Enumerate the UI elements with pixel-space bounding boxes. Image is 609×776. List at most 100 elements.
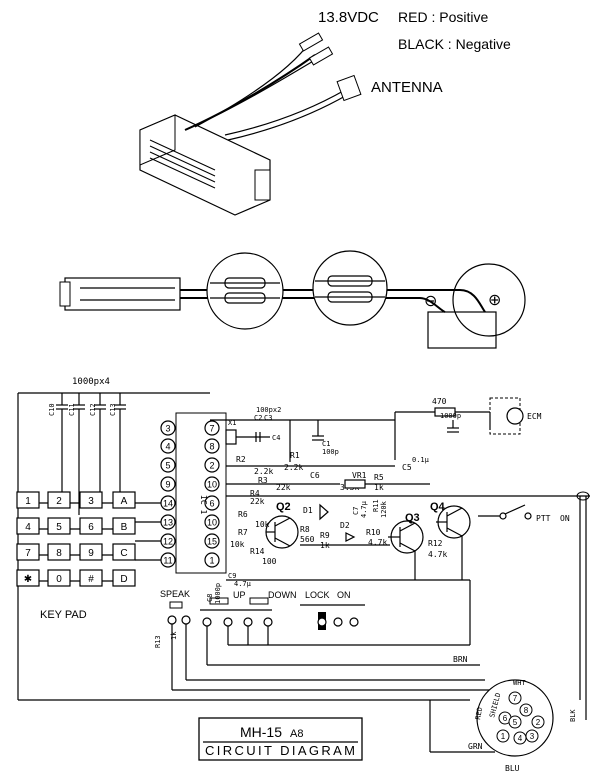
keypad-key-7[interactable] xyxy=(112,517,136,535)
ic-pin-label: 6 xyxy=(209,499,214,509)
connector-pin-label: 6 xyxy=(503,714,508,723)
q2-label: Q2 xyxy=(276,501,291,513)
q4-label: Q4 xyxy=(430,501,446,513)
ic-pin-right-7 xyxy=(204,420,220,436)
d2-label: D2 xyxy=(340,521,350,530)
x1-label: X1 xyxy=(228,419,236,427)
keypad-key-4[interactable] xyxy=(16,517,40,535)
title-box xyxy=(198,717,363,761)
c1-label: C1 xyxy=(322,440,330,448)
speak-switch-contact-1 xyxy=(167,615,177,625)
ic-pin-label: 15 xyxy=(207,537,217,547)
keypad-key-label: A xyxy=(121,496,128,507)
ic-pin-label: 5 xyxy=(165,461,170,471)
keypad-key-9[interactable] xyxy=(47,543,71,561)
lock-on-label: ON xyxy=(337,590,351,600)
keypad-key-10[interactable] xyxy=(79,543,103,561)
r7-label: R7 xyxy=(238,528,248,537)
ic-pin-right-6 xyxy=(204,495,220,511)
r8-value: 560 xyxy=(300,535,315,544)
q3-label: Q3 xyxy=(405,512,420,524)
keypad-key-13[interactable] xyxy=(47,569,71,587)
c5-label: C5 xyxy=(402,463,412,472)
connector-pin-label: 7 xyxy=(513,694,518,703)
r9-label: R9 xyxy=(320,531,330,540)
r470-label: 470 xyxy=(432,397,447,406)
ic-pin-right-10 xyxy=(204,514,220,530)
battery-plus: ⊕ xyxy=(488,292,501,309)
keypad-key-label: 4 xyxy=(25,522,31,533)
keypad-title: KEY PAD xyxy=(40,609,87,621)
r6-label: R6 xyxy=(238,510,248,519)
keypad-key-3[interactable] xyxy=(112,491,136,509)
ecm-label: ECM xyxy=(527,412,542,421)
keypad-grid xyxy=(18,502,173,582)
r12-value: 4.7k xyxy=(428,550,447,559)
keypad-key-12[interactable] xyxy=(16,569,40,587)
c3-label: C3 xyxy=(264,414,272,422)
red-positive-label: RED : Positive xyxy=(398,9,488,25)
vr1-label: VR1 xyxy=(352,471,367,480)
model-label: MH-15 xyxy=(240,724,282,740)
connector-pin-5 xyxy=(508,715,522,729)
c2-label: C2 xyxy=(254,414,262,422)
keypad-key-11[interactable] xyxy=(112,543,136,561)
ic-pin-label: 10 xyxy=(207,480,217,490)
c9-value: 4.7μ xyxy=(234,580,252,588)
d1-label: D1 xyxy=(303,506,313,515)
ic-pin-right-1 xyxy=(204,552,220,568)
ic-pin-right-2 xyxy=(204,457,220,473)
c13-label: C13 xyxy=(109,403,117,416)
ic-pin-right-10 xyxy=(204,476,220,492)
antenna-label: ANTENNA xyxy=(371,79,443,96)
r1-value: 2.2k xyxy=(284,463,303,472)
c1-value: 100p xyxy=(322,448,339,456)
up-switch-label: UP xyxy=(233,590,246,600)
wire-blu-label: BLU xyxy=(505,764,520,773)
connector-pin-label: 2 xyxy=(536,718,541,727)
keypad-key-8[interactable] xyxy=(16,543,40,561)
connector-pin-2 xyxy=(531,715,545,729)
keypad-key-6[interactable] xyxy=(79,517,103,535)
c7-value: 4.7μ xyxy=(360,500,368,518)
fuse-detail-circle-1 xyxy=(206,252,284,330)
r13-value: 1k xyxy=(170,631,178,640)
keypad-key-1[interactable] xyxy=(47,491,71,509)
ic-pin-label: 2 xyxy=(209,461,214,471)
r11-value: 120k xyxy=(380,500,388,518)
keypad-key-label: 2 xyxy=(56,496,62,507)
connector-pin-7 xyxy=(508,691,522,705)
down-switch-label: DOWN xyxy=(268,590,297,600)
c12-label: C12 xyxy=(89,403,97,416)
black-negative-label: BLACK : Negative xyxy=(398,36,511,52)
connector-pin-1 xyxy=(496,729,510,743)
c7-label: C7 xyxy=(352,507,360,515)
r6-value: 10k xyxy=(255,520,270,529)
r5-label: R5 xyxy=(374,473,384,482)
keypad-key-label: B xyxy=(121,522,128,533)
power-cable-illustration xyxy=(59,250,526,349)
c5-value: 0.1μ xyxy=(412,456,430,464)
r1-label: R1 xyxy=(290,451,300,460)
keypad-key-label: 9 xyxy=(88,548,94,559)
r14-value: 100 xyxy=(262,557,277,566)
r4-value: 22k xyxy=(250,497,265,506)
connector-pin-3 xyxy=(525,729,539,743)
r10-label: R10 xyxy=(366,528,381,537)
keypad-key-0[interactable] xyxy=(16,491,40,509)
keypad-key-14[interactable] xyxy=(79,569,103,587)
ic-label: IC 1 xyxy=(199,495,208,514)
keypad-key-15[interactable] xyxy=(112,569,136,587)
connector-pin-label: 4 xyxy=(518,734,523,743)
keypad-caps xyxy=(56,393,126,515)
crystal-x1 xyxy=(225,429,237,445)
c9-label: C9 xyxy=(228,572,236,580)
keypad-key-5[interactable] xyxy=(47,517,71,535)
ic-pin-left-3 xyxy=(160,420,176,436)
ptt-label: PTT xyxy=(536,514,551,523)
wire-red-label: RED xyxy=(474,706,484,720)
keypad-key-2[interactable] xyxy=(79,491,103,509)
keypad-key-label: ✱ xyxy=(24,574,32,585)
